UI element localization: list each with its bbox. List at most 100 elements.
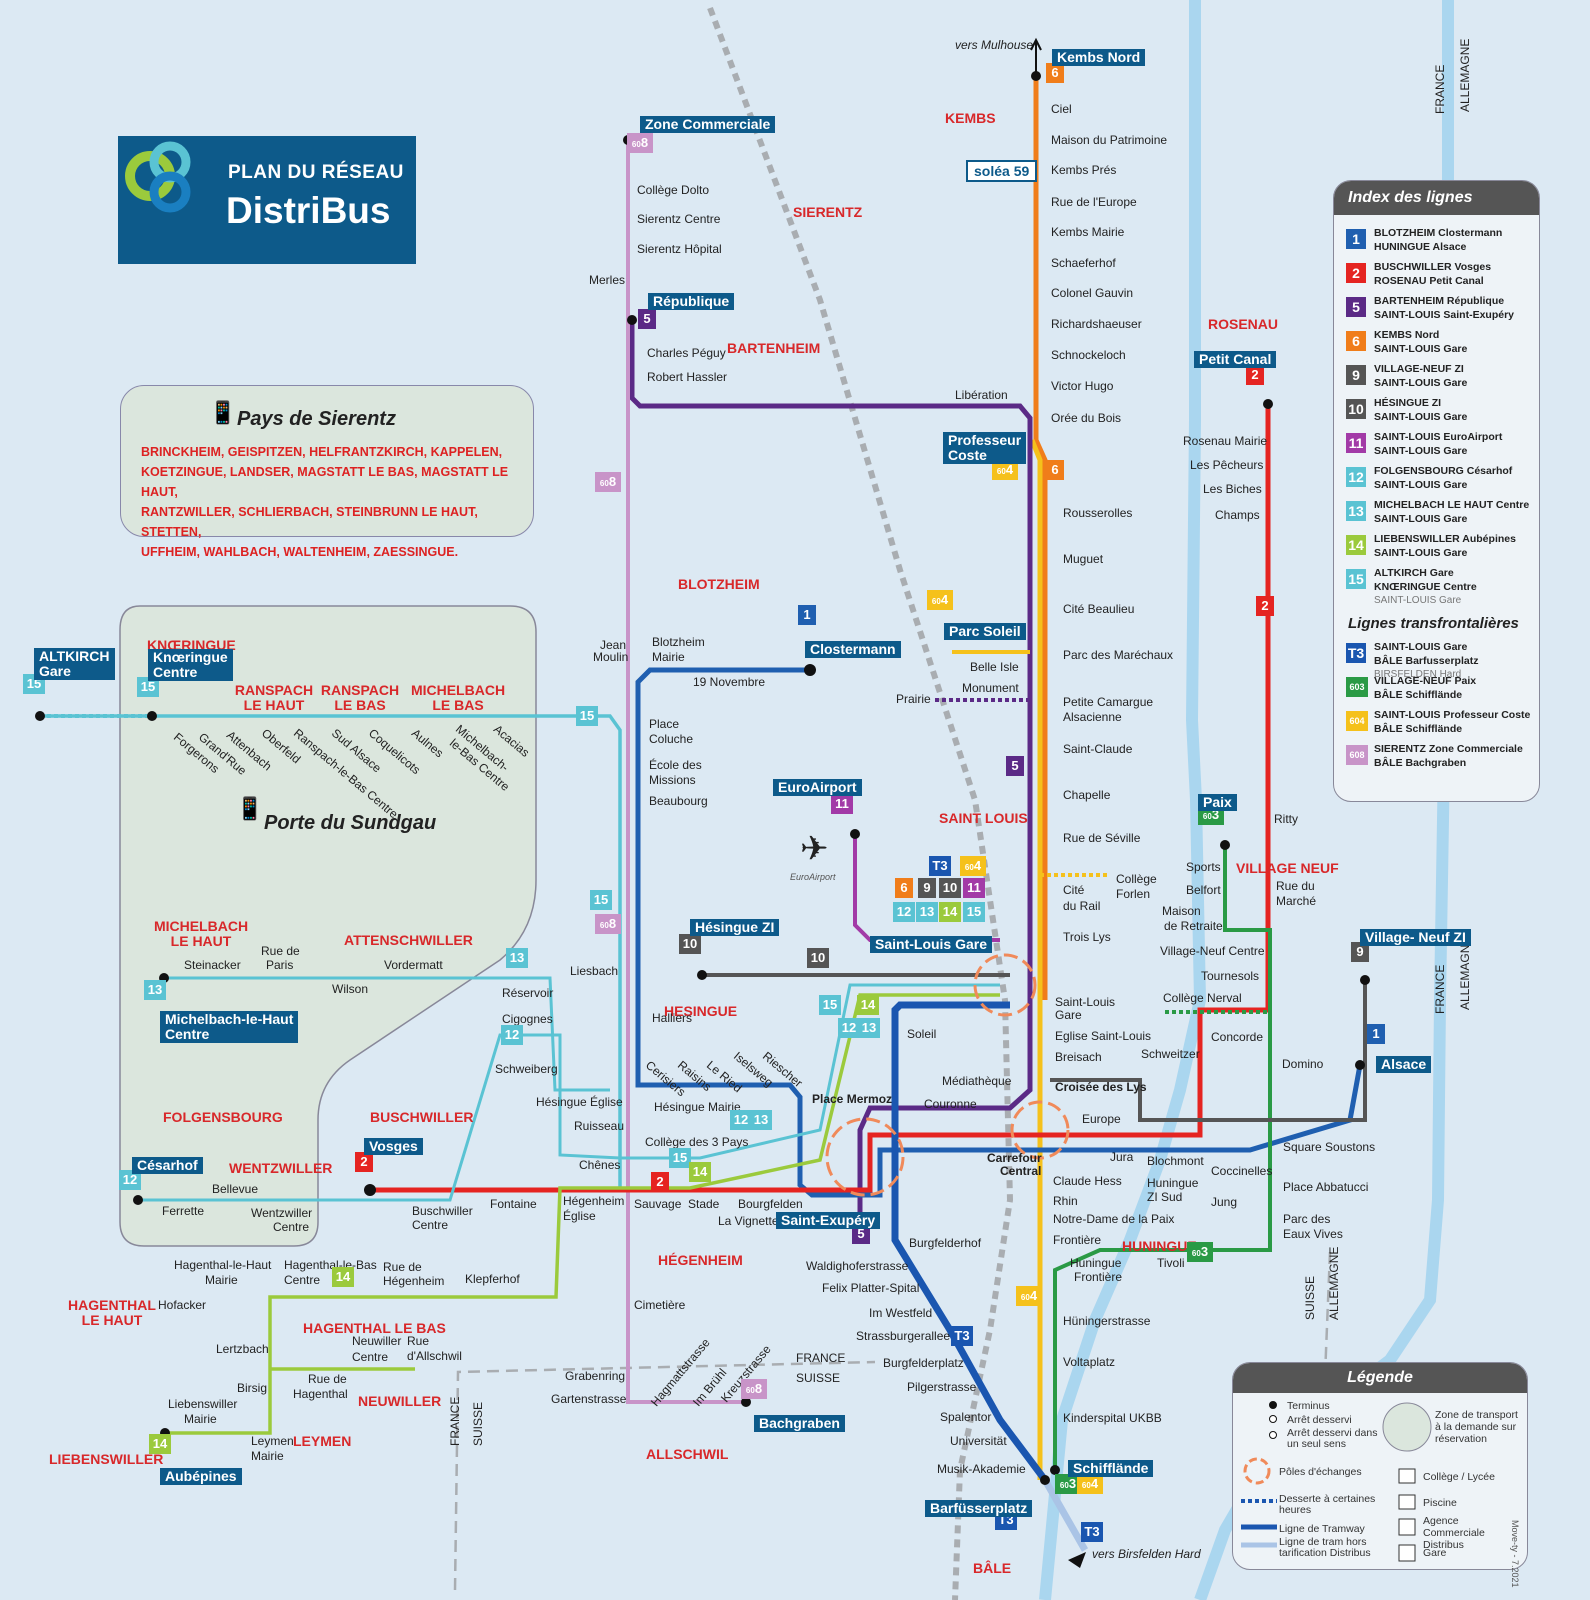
tad-title-sierentz: Pays de Sierentz (237, 408, 396, 430)
line-badge: 604 (960, 856, 986, 876)
stop-label: Schweitzer (1141, 1047, 1200, 1061)
line-badge: 15 (669, 1148, 691, 1168)
stop-label: Colonel Gauvin (1051, 286, 1134, 300)
line-badge-number: 13 (861, 1020, 877, 1035)
line-badge-prefix: 60 (964, 863, 974, 872)
line-badge-number: 10 (682, 936, 698, 951)
index-line-line1: FOLGENSBOURG Césarhof (1374, 465, 1513, 477)
terminal-label-line: Coste (948, 447, 987, 463)
index-line-line2: SAINT-LOUIS Gare (1374, 411, 1468, 423)
terminal-label-line: Village- Neuf ZI (1365, 929, 1466, 945)
phone-icon: 📱 (236, 796, 264, 821)
stop-label: Hagenthal-le-Haut (174, 1258, 272, 1272)
line-badge: 15 (963, 902, 985, 922)
stop-label: Petite Camargue (1063, 695, 1154, 709)
line-604-route (1029, 439, 1043, 1480)
line-badge-number: 11 (835, 796, 849, 811)
line-badge-number: 4 (1090, 1476, 1099, 1491)
line-badge-number: 3 (1068, 1476, 1077, 1491)
index-line-line1: MICHELBACH LE HAUT Centre (1374, 499, 1530, 511)
line-badge-prefix: 60 (631, 140, 641, 149)
stop-label-rotated: SUISSE (471, 1401, 485, 1446)
line-badge-number: 2 (656, 1174, 664, 1189)
line-badge: 13 (858, 1018, 880, 1038)
stop-label: Robert Hassler (647, 370, 728, 384)
stop-label: Tournesols (1201, 969, 1260, 983)
stop-label: Ciel (1051, 102, 1072, 116)
index-line-line1: VILLAGE-NEUF ZI (1374, 363, 1464, 375)
terminal-label-line: Zone Commerciale (645, 116, 771, 132)
index-line-line1: LIEBENSWILLER Aubépines (1374, 533, 1516, 545)
stop-label: Médiathèque (942, 1074, 1012, 1088)
stop-label: Rousserolles (1063, 506, 1133, 520)
stop-label: Claude Hess (1053, 1174, 1122, 1188)
index-line-badge: 9 (1346, 365, 1366, 385)
stop-label: Pilgerstrasse (907, 1380, 977, 1394)
line-badge: 11 (831, 794, 853, 814)
line-badge-number: 3 (1200, 1244, 1209, 1259)
line-badge: 15 (590, 890, 612, 910)
stop-label: Sauvage (634, 1197, 682, 1211)
legend-tad-phone-icon (1382, 1402, 1432, 1452)
cross-line-line1: SIERENTZ Zone Commerciale (1374, 743, 1523, 755)
stop-label: Stade (688, 1197, 720, 1211)
cross-line-badge: 603 (1346, 677, 1368, 697)
tad-communes-line: BRINCKHEIM, GEISPITZEN, HELFRANTZKIRCH, … (141, 445, 503, 459)
stop-label: La Vignette (718, 1214, 779, 1228)
legend-stop-icon (1269, 1415, 1277, 1423)
tad-zone-sundgau-shape (119, 605, 537, 1247)
stop-label: Chênes (579, 1158, 621, 1172)
index-line-line1: KEMBS Nord (1374, 329, 1440, 341)
stop-label: Notre-Dame de la Paix (1053, 1212, 1175, 1226)
stop-label: Musik-Akademie (937, 1462, 1026, 1476)
stop-label: Kembs Mairie (1051, 225, 1125, 239)
stop-label: Rue (407, 1334, 430, 1348)
stop-label: Burgfelderhof (909, 1236, 982, 1250)
line-badge: 604 (1077, 1474, 1103, 1494)
stop-label: Ferrette (162, 1204, 205, 1218)
tram-t3-hors-tarif (1041, 1478, 1089, 1552)
cross-line-line1: SAINT-LOUIS Gare (1374, 641, 1468, 653)
terminal-label: Alsace (1376, 1056, 1432, 1073)
index-line-badge: 15 (1346, 569, 1366, 589)
legend-label: Desserte à certaines heures (1279, 1493, 1376, 1516)
stop-label: Concorde (1211, 1030, 1264, 1044)
line-badge: 10 (679, 934, 701, 954)
terminal-label: Clostermann (805, 641, 901, 658)
town-label: BLOTZHEIM (678, 576, 760, 592)
index-line-line2: SAINT-LOUIS Gare (1374, 547, 1468, 559)
index-line-badge: 14 (1346, 535, 1366, 555)
town-label-line: RANSPACH (234, 682, 314, 698)
line-badge-number: 9 (1356, 944, 1364, 959)
stop-label: Waldighoferstrasse (806, 1259, 909, 1273)
line-608-route (626, 140, 746, 1404)
credit-text: Move-ty - 7.2021 (1510, 1520, 1520, 1588)
stop-label: Les Biches (1203, 482, 1262, 496)
stop-label: Moulin (593, 650, 629, 664)
legend-label: Zone de transport à la demande sur réser… (1435, 1409, 1518, 1445)
line-badge-number: 13 (509, 950, 525, 965)
line-badge: 2 (651, 1172, 669, 1192)
legend-one-way-icon (1269, 1431, 1277, 1439)
line-badge-number: T3 (932, 858, 948, 873)
terminus-dot (804, 664, 816, 676)
line-15-route (40, 714, 622, 1188)
town-label-line: RANSPACH (320, 682, 400, 698)
line-badge: 604 (992, 460, 1018, 480)
cross-border-title: Lignes transfrontalières (1348, 615, 1519, 632)
index-line-badge: 10 (1346, 399, 1366, 419)
stop-label: Soleil (907, 1027, 937, 1041)
line-badge: 2 (1256, 596, 1274, 616)
line-badge-number: 8 (608, 474, 617, 489)
line-badge-number: 14 (152, 1436, 168, 1451)
town-label-line: LE HAUT (81, 1312, 143, 1328)
stop-label: Monument (962, 681, 1019, 695)
town-label: HÉGENHEIM (658, 1252, 743, 1268)
cross-line-badge: T3 (1346, 643, 1366, 663)
